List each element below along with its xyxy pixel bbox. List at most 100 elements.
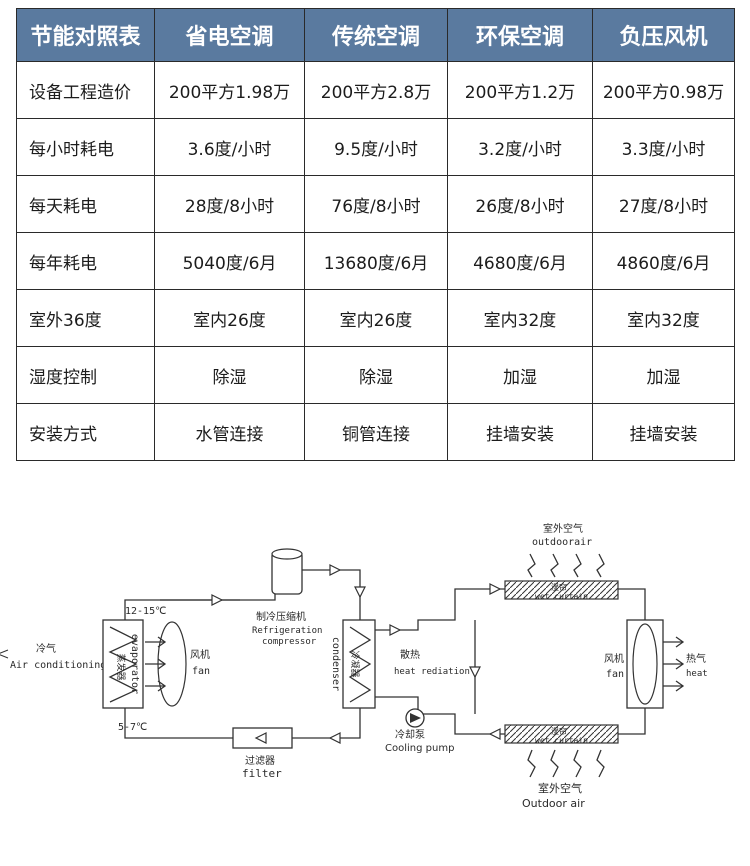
- outdoor-top-cn-label: 室外空气: [543, 522, 583, 535]
- water-loop: [375, 588, 646, 735]
- table-cell: 除湿: [304, 346, 448, 404]
- table-cell: 200平方1.2万: [447, 61, 593, 119]
- header-cell: 环保空调: [447, 8, 593, 62]
- hot-air-cn-label: 热气: [686, 652, 706, 665]
- wind-arrows-icon: [527, 553, 605, 578]
- header-cell: 负压风机: [592, 8, 735, 62]
- table-row: 每小时耗电 3.6度/小时 9.5度/小时 3.2度/小时 3.3度/小时: [16, 118, 735, 176]
- table-cell: 除湿: [154, 346, 305, 404]
- flow-arrow-icon: [488, 728, 501, 740]
- condenser-en-label: condenser: [330, 637, 341, 691]
- table-row: 设备工程造价 200平方1.98万 200平方2.8万 200平方1.2万 20…: [16, 61, 735, 119]
- outdoor-bottom-en-label: Outdoor air: [522, 797, 585, 810]
- condenser-cn-label: 冷凝器: [349, 650, 361, 677]
- row-label: 湿度控制: [16, 346, 155, 404]
- evaporator-en-label: evaporator: [129, 634, 140, 694]
- table-row: 每天耗电 28度/8小时 76度/8小时 26度/8小时 27度/8小时: [16, 175, 735, 233]
- wind-arrows-icon: [527, 749, 605, 778]
- fan-en-label: fan: [192, 666, 210, 677]
- table-row: 安装方式 水管连接 铜管连接 挂墙安装 挂墙安装: [16, 403, 735, 461]
- temp-high-label: 12-15℃: [125, 606, 166, 617]
- pump-cn-label: 冷却泵: [395, 728, 425, 741]
- flow-arrow-icon: [489, 583, 502, 595]
- table-cell: 200平方2.8万: [304, 61, 448, 119]
- wet-curtain-bottom: [504, 724, 619, 744]
- table-cell: 4860度/6月: [592, 232, 735, 290]
- row-label: 设备工程造价: [16, 61, 155, 119]
- flow-arrow-icon: [211, 594, 224, 606]
- hot-air-en-label: heat: [686, 669, 708, 679]
- fan-cn-label: 风机: [190, 648, 210, 661]
- fan-icon: [632, 623, 658, 705]
- fan2-cn-label: 风机: [604, 652, 624, 665]
- coil-icon: [348, 626, 372, 703]
- condenser: condenser 冷凝器: [330, 619, 376, 709]
- evaporator-cn-label: 蒸发器: [115, 653, 127, 680]
- wet-curtain-top-cn-label: 湿帘: [551, 582, 567, 592]
- table-cell: 5040度/6月: [154, 232, 305, 290]
- outdoor-bottom-cn-label: 室外空气: [538, 781, 582, 795]
- table-row: 湿度控制 除湿 除湿 加湿 加湿: [16, 346, 735, 404]
- flow-arrow-icon: [354, 586, 366, 599]
- row-label: 安装方式: [16, 403, 155, 461]
- table-cell: 13680度/6月: [304, 232, 448, 290]
- flow-arrow-icon: [254, 732, 267, 744]
- table-cell: 76度/8小时: [304, 175, 448, 233]
- exhaust-fan: [626, 619, 685, 709]
- table-cell: 9.5度/小时: [304, 118, 448, 176]
- coil-icon: [108, 626, 138, 703]
- header-cell: 传统空调: [304, 8, 448, 62]
- table-header-row: 节能对照表 省电空调 传统空调 环保空调 负压风机: [16, 8, 735, 62]
- refrigerant-loop: [124, 569, 361, 739]
- flow-arrow-icon: [329, 564, 342, 576]
- heat-radiation-cn-label: 散热: [400, 648, 420, 661]
- temp-low-label: 5-7℃: [118, 722, 147, 733]
- filter-en-label: filter: [242, 767, 282, 780]
- heat-radiation-en-label: heat rediation: [394, 667, 470, 677]
- row-label: 每天耗电: [16, 175, 155, 233]
- fan-icon: [145, 621, 187, 707]
- wet-curtain-top: [504, 580, 619, 600]
- evaporator: 蒸发器 evaporator: [102, 619, 144, 709]
- filter: [232, 727, 293, 749]
- table-cell: 3.2度/小时: [447, 118, 593, 176]
- cold-air-en-label: Air conditioning: [10, 660, 106, 671]
- table-cell: 挂墙安装: [447, 403, 593, 461]
- table-cell: 26度/8小时: [447, 175, 593, 233]
- table-cell: 27度/8小时: [592, 175, 735, 233]
- table-cell: 室内26度: [154, 289, 305, 347]
- row-label: 每年耗电: [16, 232, 155, 290]
- table-cell: 3.6度/小时: [154, 118, 305, 176]
- cooling-pump-icon: [405, 708, 425, 728]
- wet-curtain-bottom-en-label: wet curtain: [535, 736, 588, 745]
- table-cell: 挂墙安装: [592, 403, 735, 461]
- cooling-system-diagram: 12-15℃ 5-7℃ 冷气 Air conditioning 蒸发器 evap…: [0, 522, 708, 810]
- comparison-table: 节能对照表 省电空调 传统空调 环保空调 负压风机 设备工程造价 200平方1.…: [16, 8, 735, 461]
- flow-arrow-icon: [469, 666, 481, 679]
- arrow-left-icon: [0, 649, 9, 659]
- cold-air-cn-label: 冷气: [36, 642, 56, 655]
- table-cell: 4680度/6月: [447, 232, 593, 290]
- table-cell: 加湿: [447, 346, 593, 404]
- compressor-en1-label: Refrigeration: [252, 626, 322, 636]
- table-cell: 室内32度: [592, 289, 735, 347]
- compressor: [271, 548, 303, 595]
- header-cell: 节能对照表: [16, 8, 155, 62]
- row-label: 室外36度: [16, 289, 155, 347]
- row-label: 每小时耗电: [16, 118, 155, 176]
- fan2-en-label: fan: [606, 669, 624, 680]
- table-cell: 3.3度/小时: [592, 118, 735, 176]
- flow-arrow-icon: [389, 624, 402, 636]
- compressor-cn-label: 制冷压缩机: [256, 610, 306, 623]
- compressor-en2-label: compressor: [262, 637, 317, 647]
- table-row: 每年耗电 5040度/6月 13680度/6月 4680度/6月 4860度/6…: [16, 232, 735, 290]
- wet-curtain-bottom-cn-label: 湿帘: [551, 726, 567, 736]
- outdoor-top-en-label: outdoorair: [532, 537, 592, 548]
- flow-arrow-icon: [328, 732, 341, 744]
- header-cell: 省电空调: [154, 8, 305, 62]
- table-row: 室外36度 室内26度 室内26度 室内32度 室内32度: [16, 289, 735, 347]
- table-cell: 200平方1.98万: [154, 61, 305, 119]
- table-cell: 200平方0.98万: [592, 61, 735, 119]
- table-cell: 铜管连接: [304, 403, 448, 461]
- table-cell: 水管连接: [154, 403, 305, 461]
